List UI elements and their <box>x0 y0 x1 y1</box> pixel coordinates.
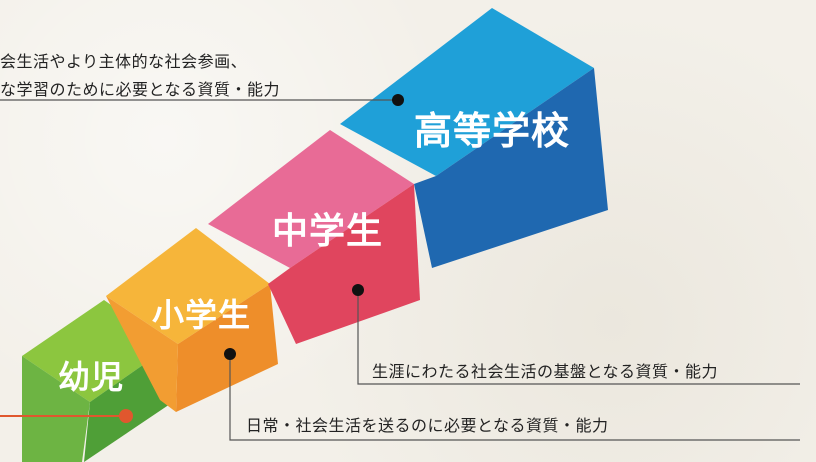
kindergarten-title: 幼児 <box>58 358 125 396</box>
junior-high-dot <box>352 284 364 296</box>
high-school-title: 高等学校 <box>414 109 571 153</box>
high-school-dot <box>392 94 404 106</box>
elementary-left-face <box>106 296 178 412</box>
kindergarten-dot <box>119 409 133 423</box>
high-school-top-face <box>340 8 594 176</box>
elementary-top-face <box>106 228 270 344</box>
elementary-caption: 日常・社会生活を送るのに必要となる資質・能力 <box>246 416 609 435</box>
junior-high-caption: 生涯にわたる社会生活の基盤となる資質・能力 <box>372 362 719 381</box>
high-school-caption-line1: 会生活やより主体的な社会参画、 <box>0 52 248 71</box>
junior-high-front-face <box>268 184 420 344</box>
elementary-dot <box>224 348 236 360</box>
elementary-pointer-line <box>229 356 800 441</box>
junior-high-pointer-line <box>357 290 800 385</box>
junior-high-title: 中学生 <box>272 211 384 252</box>
elementary-front-face <box>176 284 278 412</box>
high-school-side-face <box>414 68 608 268</box>
kindergarten-front-face <box>22 356 90 462</box>
high-school-caption-line2: な学習のために必要となる資質・能力 <box>0 80 281 99</box>
junior-high-top-face <box>208 130 414 268</box>
elementary-title: 小学生 <box>152 296 252 334</box>
